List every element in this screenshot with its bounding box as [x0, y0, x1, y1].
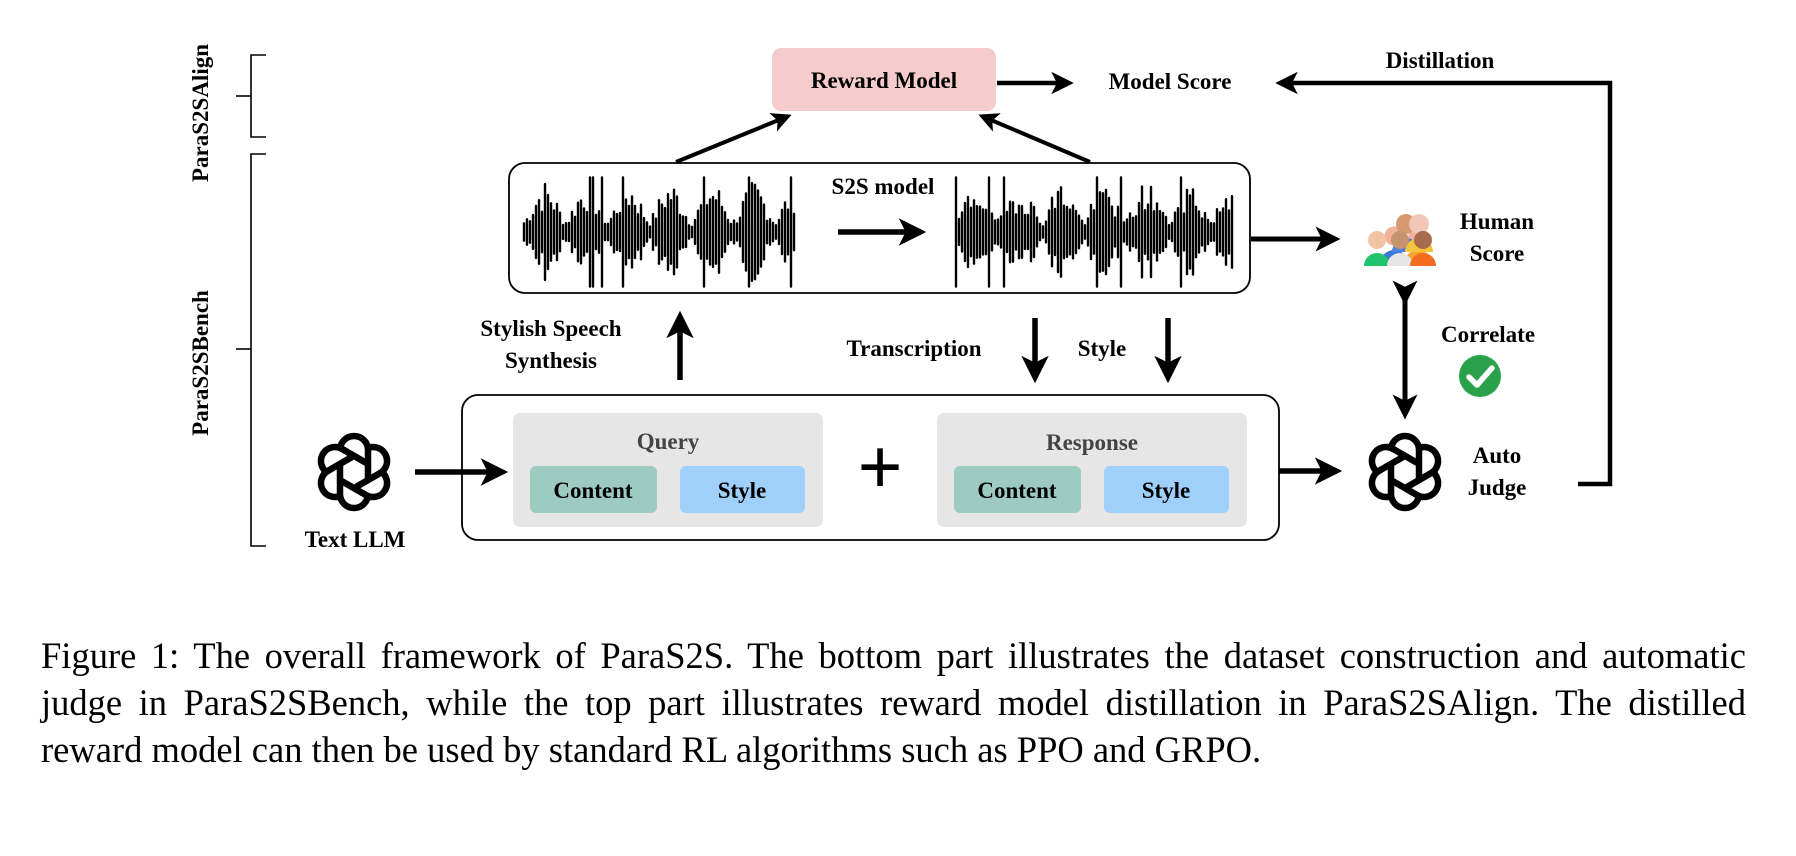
- waveform-input-icon: [522, 176, 796, 288]
- correlate-label: Correlate: [1441, 322, 1535, 347]
- openai-logo-icon: [1367, 436, 1443, 508]
- response-style-chip: [1104, 466, 1229, 513]
- section-label-bench: ParaS2SBench: [188, 290, 213, 436]
- arrow-s2s-to-reward-left: [675, 113, 792, 164]
- s2s-model-box: [508, 162, 1251, 294]
- section-bracket-align: [236, 54, 266, 138]
- human-score-line1: Human: [1460, 209, 1534, 234]
- framework-diagram: ParaS2SAlign ParaS2SBench Reward Model M…: [188, 44, 1613, 552]
- query-style-chip: [680, 466, 805, 513]
- checkmark-circle-icon: [1459, 355, 1501, 397]
- transcription-label: Transcription: [846, 336, 981, 361]
- arrow-distillation: [1275, 71, 1613, 487]
- section-bracket-bench: [236, 153, 266, 547]
- arrow-s2s-to-reward-right: [978, 113, 1091, 164]
- model-score-label: Model Score: [1109, 69, 1232, 94]
- reward-model-label: Reward Model: [811, 68, 957, 93]
- waveform-output-icon: [954, 176, 1234, 288]
- s2s-model-label: S2S model: [832, 174, 935, 199]
- section-label-align: ParaS2SAlign: [188, 44, 213, 182]
- auto-judge-line2: Judge: [1468, 475, 1527, 500]
- distillation-label: Distillation: [1386, 48, 1495, 73]
- people-group-icon: [1364, 214, 1436, 266]
- figure-caption: Figure 1: The overall framework of ParaS…: [41, 635, 1746, 770]
- openai-logo-icon: [316, 436, 392, 508]
- human-score-line2: Score: [1470, 241, 1525, 266]
- reward-model-box: [772, 48, 996, 111]
- plus-sign: +: [857, 424, 903, 512]
- response-style-label: Style: [1142, 478, 1191, 503]
- response-content-label: Content: [977, 478, 1057, 503]
- query-content-chip: [530, 466, 657, 513]
- stylish-speech-line2: Synthesis: [505, 348, 597, 373]
- response-title: Response: [1046, 430, 1138, 455]
- stylish-speech-line1: Stylish Speech: [480, 316, 621, 341]
- response-content-chip: [954, 466, 1081, 513]
- query-style-label: Style: [718, 478, 767, 503]
- style-arrow-label: Style: [1078, 336, 1127, 361]
- query-content-label: Content: [553, 478, 633, 503]
- dataset-box: [461, 394, 1280, 541]
- auto-judge-line1: Auto: [1473, 443, 1522, 468]
- text-llm-label: Text LLM: [305, 527, 406, 552]
- query-title: Query: [637, 429, 700, 454]
